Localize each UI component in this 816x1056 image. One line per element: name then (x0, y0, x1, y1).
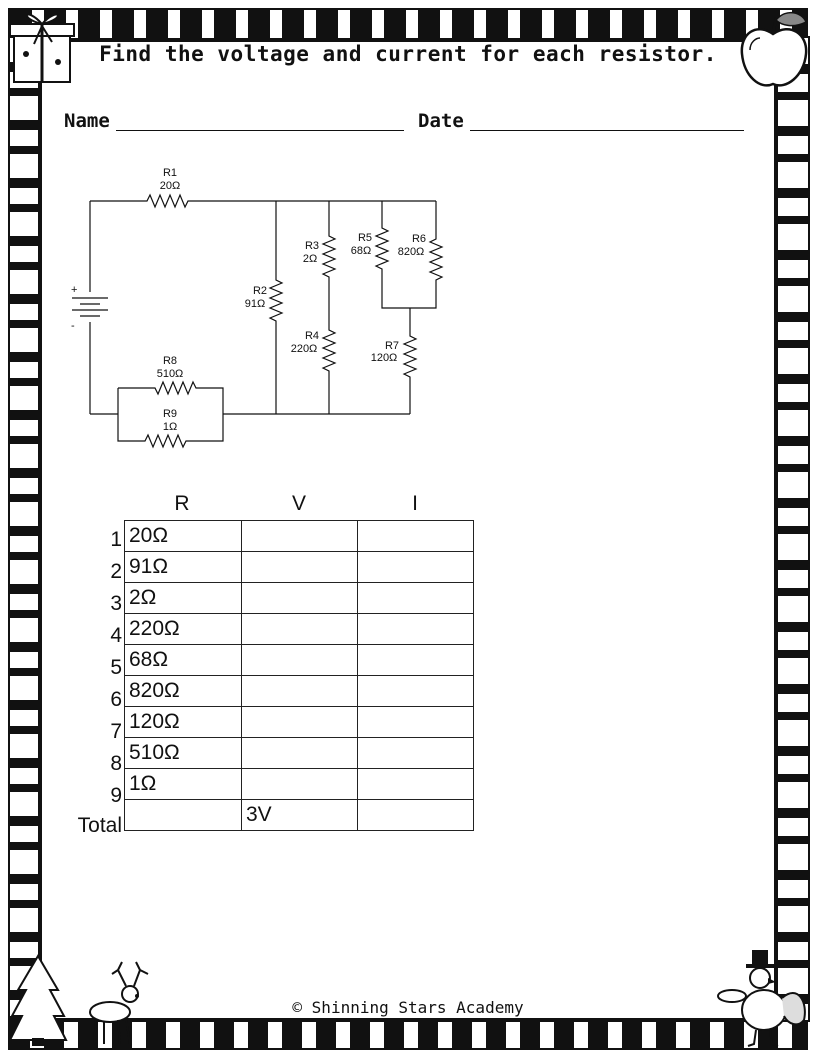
i-cell[interactable] (357, 551, 474, 583)
border-bottom (8, 1020, 808, 1050)
border-left (8, 36, 40, 1022)
i-cell[interactable] (357, 520, 474, 552)
r-cell: 2Ω (124, 582, 242, 614)
r4-name: R4 (305, 330, 319, 342)
r9-name: R9 (163, 408, 177, 420)
v-cell[interactable] (241, 644, 358, 676)
i-cell[interactable] (357, 644, 474, 676)
v-cell[interactable] (241, 613, 358, 645)
r7-value: 120Ω (371, 352, 398, 364)
r5-value: 68Ω (351, 245, 371, 257)
r1-value: 20Ω (160, 180, 180, 192)
row-label: 1 (110, 528, 122, 551)
row-label-total: Total (77, 814, 122, 837)
r7-name: R7 (385, 340, 399, 352)
v-cell[interactable] (241, 520, 358, 552)
gift-icon (9, 13, 75, 83)
battery-minus-label: - (71, 320, 75, 332)
border-top (8, 8, 808, 40)
copyright-footer: © Shinning Stars Academy (292, 998, 524, 1017)
r2-value: 91Ω (245, 298, 265, 310)
r-cell: 220Ω (124, 613, 242, 645)
apple-icon (740, 11, 808, 87)
table-row: 91Ω (124, 551, 474, 583)
i-cell[interactable] (357, 706, 474, 738)
table-row: 120Ω (124, 706, 474, 738)
r3-value: 2Ω (303, 253, 317, 265)
r6-value: 820Ω (398, 246, 425, 258)
row-label: 2 (110, 560, 122, 583)
r4-value: 220Ω (291, 343, 318, 355)
table-row: 1Ω (124, 768, 474, 800)
page-title: Find the voltage and current for each re… (99, 42, 717, 66)
r1-name: R1 (163, 167, 177, 179)
header-v: V (291, 492, 306, 515)
header-r: R (174, 492, 190, 515)
row-label: 3 (110, 592, 122, 615)
i-cell[interactable] (357, 737, 474, 769)
name-field[interactable] (116, 130, 404, 131)
r-cell: 820Ω (124, 675, 242, 707)
row-label: 6 (110, 688, 122, 711)
r-cell: 1Ω (124, 768, 242, 800)
i-cell[interactable] (357, 675, 474, 707)
r-cell: 68Ω (124, 644, 242, 676)
i-cell[interactable] (357, 768, 474, 800)
answer-table: 20Ω 91Ω 2Ω 220Ω 68Ω 820Ω 120Ω 510Ω 1Ω (124, 520, 474, 831)
table-row: 2Ω (124, 582, 474, 614)
row-label: 8 (110, 752, 122, 775)
table-row: 68Ω (124, 644, 474, 676)
i-cell-total[interactable] (357, 799, 474, 831)
v-cell-total: 3V (241, 799, 358, 831)
reindeer-tree-icon (8, 954, 149, 1046)
border-right (776, 36, 810, 1022)
date-label: Date (418, 110, 464, 132)
r-cell: 510Ω (124, 737, 242, 769)
v-cell[interactable] (241, 768, 358, 800)
r-cell: 120Ω (124, 706, 242, 738)
table-row: 820Ω (124, 675, 474, 707)
table-row: 20Ω (124, 520, 474, 552)
r8-value: 510Ω (157, 368, 184, 380)
table-row: 220Ω (124, 613, 474, 645)
r6-name: R6 (412, 233, 426, 245)
r9-value: 1Ω (163, 421, 177, 433)
v-cell[interactable] (241, 706, 358, 738)
v-cell[interactable] (241, 551, 358, 583)
r-cell-total[interactable] (124, 799, 242, 831)
row-label: 7 (110, 720, 122, 743)
r3-name: R3 (305, 240, 319, 252)
r8-name: R8 (163, 355, 177, 367)
v-cell[interactable] (241, 737, 358, 769)
name-label: Name (64, 110, 110, 132)
date-field[interactable] (470, 130, 744, 131)
header-i: I (412, 492, 418, 515)
v-cell[interactable] (241, 675, 358, 707)
battery-plus-label: + (71, 284, 77, 296)
table-row: 510Ω (124, 737, 474, 769)
i-cell[interactable] (357, 613, 474, 645)
r-cell: 91Ω (124, 551, 242, 583)
row-label: 5 (110, 656, 122, 679)
turkey-icon (717, 950, 806, 1047)
circuit-diagram: + - R1 20Ω R2 91Ω R3 2Ω R4 220Ω R5 68Ω R… (71, 167, 444, 449)
r5-name: R5 (358, 232, 372, 244)
r-cell: 20Ω (124, 520, 242, 552)
i-cell[interactable] (357, 582, 474, 614)
table-row-total: 3V (124, 799, 474, 831)
r2-name: R2 (253, 285, 267, 297)
row-label: 9 (110, 784, 122, 807)
v-cell[interactable] (241, 582, 358, 614)
row-label: 4 (110, 624, 122, 647)
